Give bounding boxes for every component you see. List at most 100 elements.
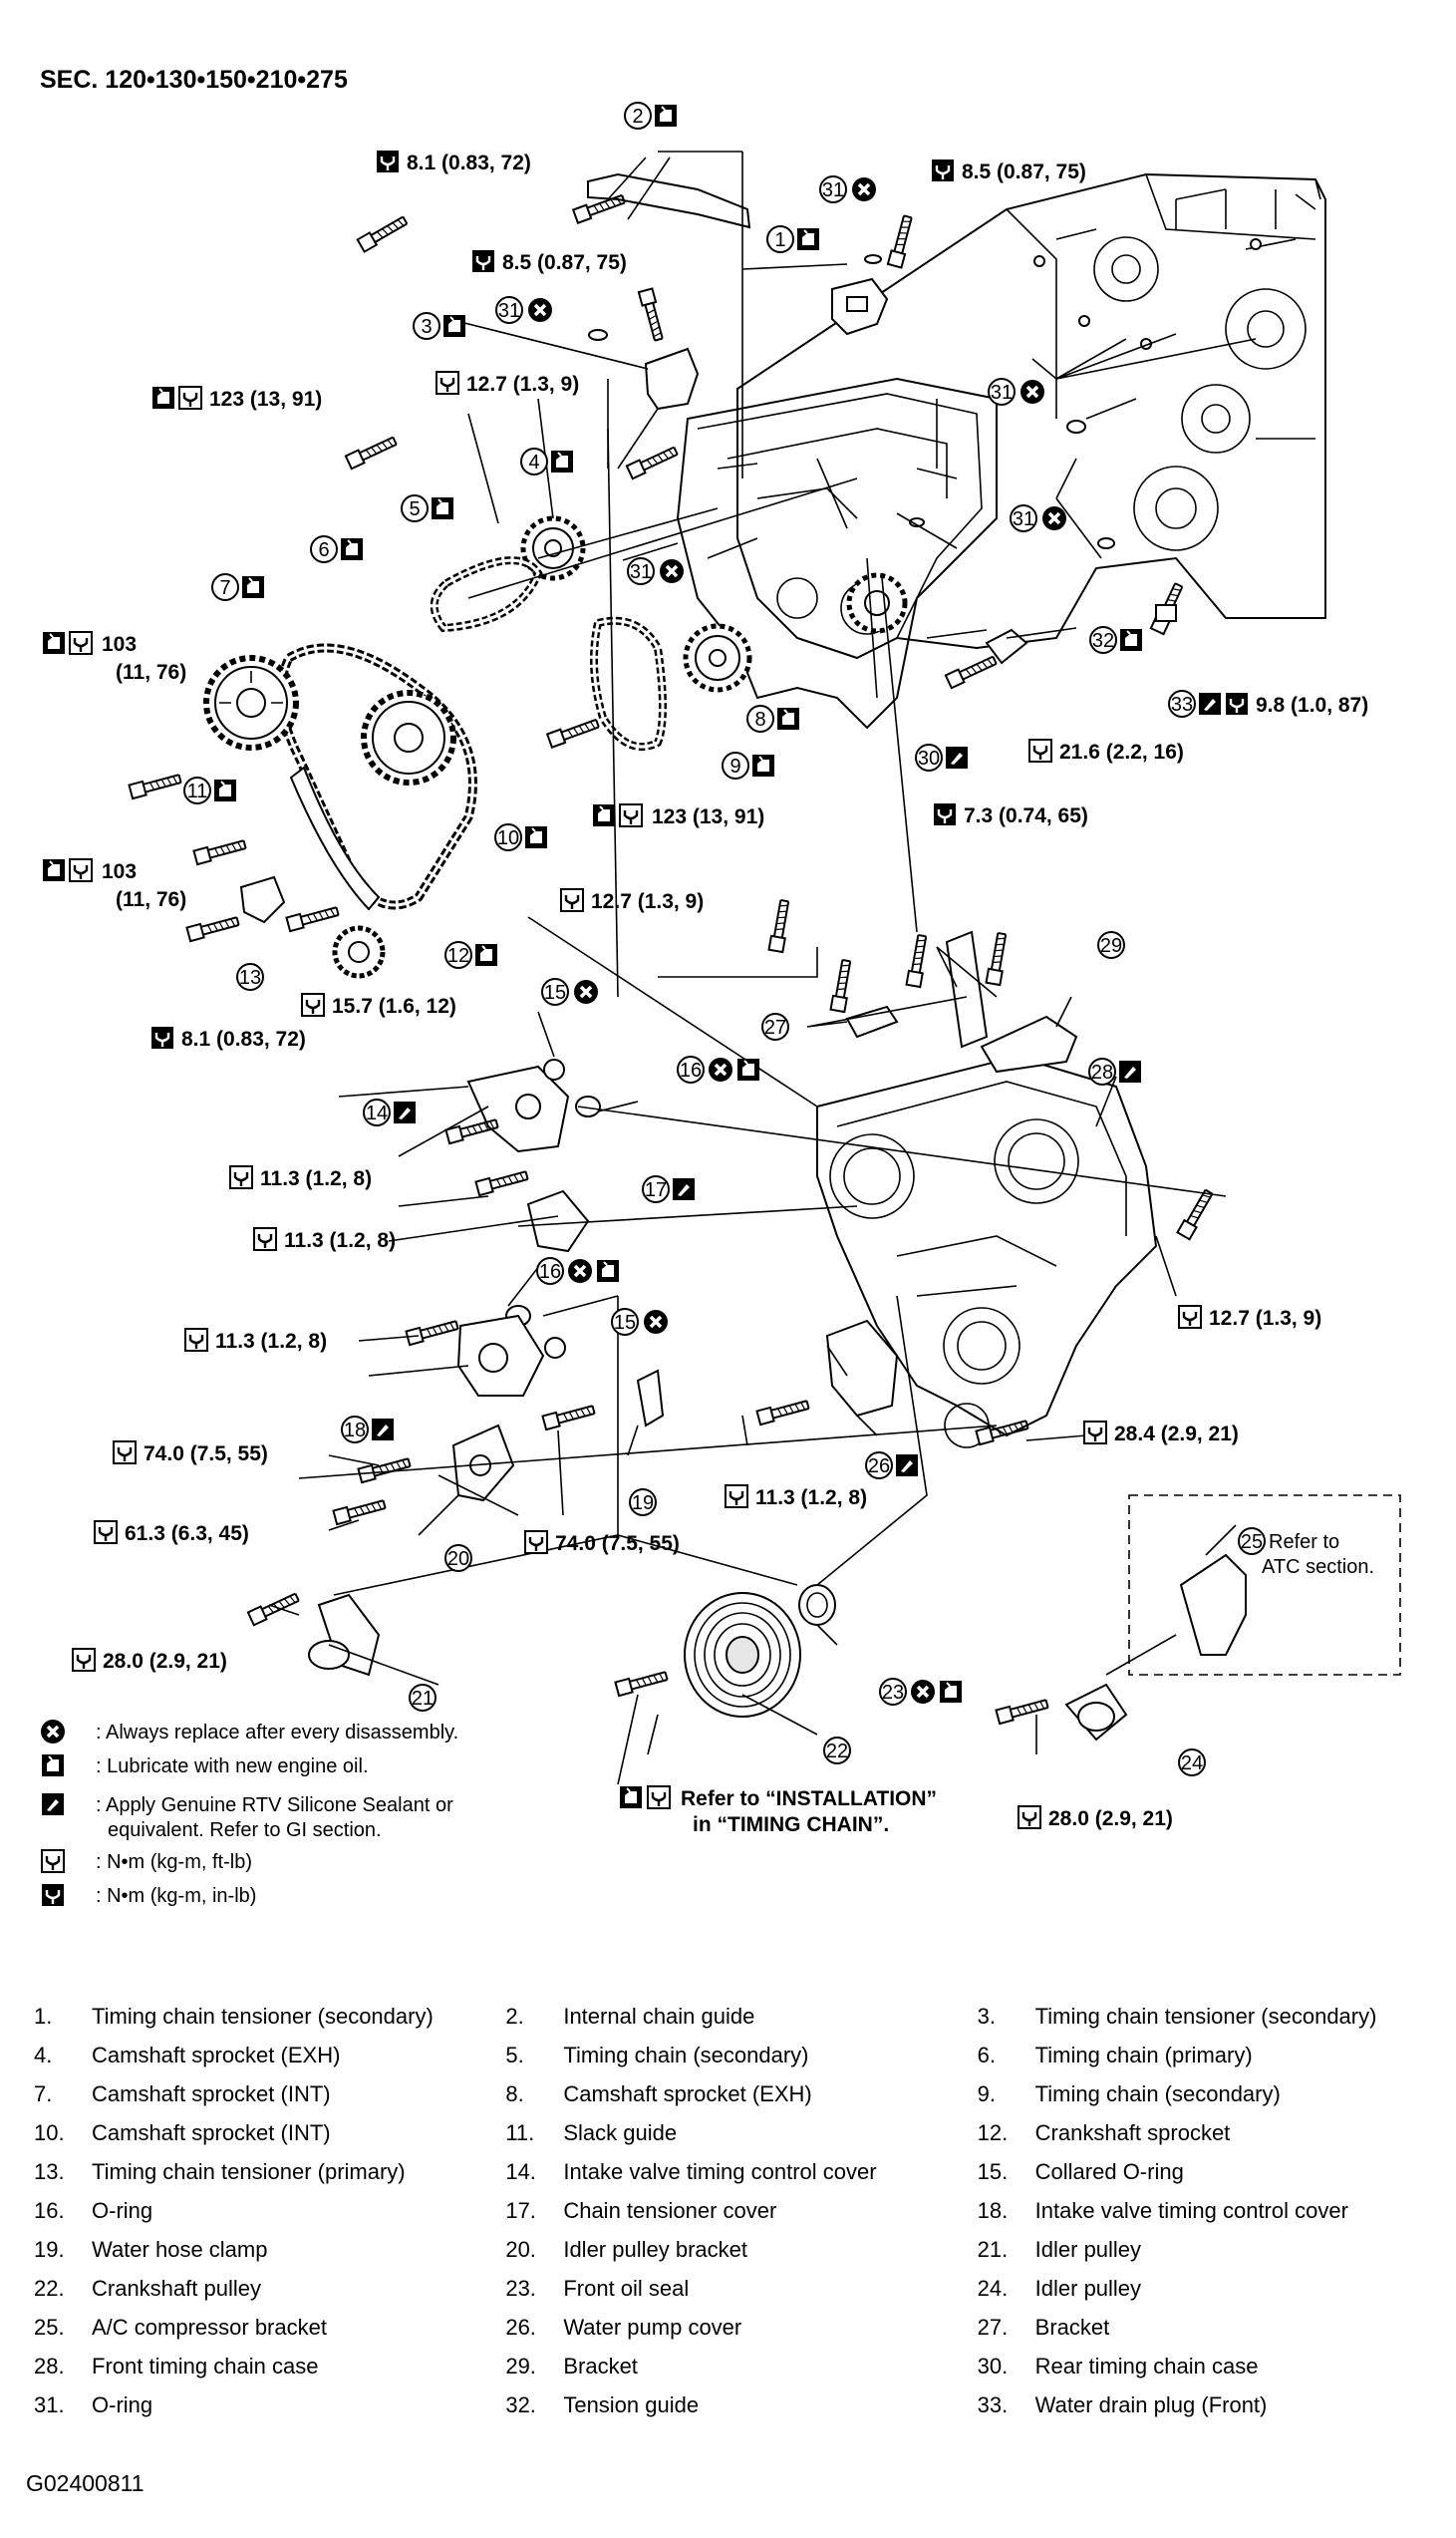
bolts-upper	[128, 191, 1187, 954]
intake-valve-timing-control-cover-14	[466, 1065, 570, 1153]
svg-text:equivalent. Refer to GI sectio: equivalent. Refer to GI section.	[108, 1819, 382, 1841]
svg-text:31: 31	[991, 382, 1013, 404]
part-item: 18.Intake valve timing control cover	[977, 2197, 1348, 2223]
svg-text:123 (13, 91): 123 (13, 91)	[209, 388, 322, 411]
torque-11-3-a: 11.3 (1.2, 8)	[228, 1164, 372, 1190]
replace-icon	[39, 1718, 67, 1745]
water-drain-plug	[1155, 604, 1177, 622]
exploded-view-diagram: SEC. 120•130•150•210•275	[39, 66, 1401, 1908]
svg-text:ATC section.: ATC section.	[1262, 1556, 1374, 1578]
callout-29: 29	[1097, 931, 1125, 959]
parts-list: 1.Timing chain tensioner (secondary) 2.I…	[34, 1997, 1449, 2424]
svg-text:: N•m (kg-m, ft-lb): : N•m (kg-m, ft-lb)	[96, 1851, 252, 1873]
svg-text:12.7 (1.3, 9): 12.7 (1.3, 9)	[466, 373, 579, 396]
svg-text:5: 5	[409, 498, 420, 520]
part-item: 5.Timing chain (secondary)	[505, 2042, 809, 2067]
svg-text:25: 25	[1241, 1531, 1263, 1553]
svg-text:(11, 76): (11, 76)	[116, 661, 186, 684]
torque-61-3: 61.3 (6.3, 45)	[93, 1519, 249, 1545]
svg-text:(11, 76): (11, 76)	[116, 888, 186, 911]
part-item: 10.Camshaft sprocket (INT)	[34, 2119, 331, 2145]
torque-12-7-right: 12.7 (1.3, 9)	[1177, 1304, 1321, 1330]
parts-row: 22.Crankshaft pulley 23.Front oil seal 2…	[34, 2269, 1449, 2308]
part-item: 8.Camshaft sprocket (EXH)	[505, 2080, 812, 2106]
callout-5: 5	[401, 494, 454, 522]
part-item: 31.O-ring	[34, 2391, 153, 2417]
callout-24: 24	[1178, 1748, 1206, 1776]
svg-text:: Lubricate with new engine oi: : Lubricate with new engine oil.	[96, 1755, 369, 1777]
camshaft-sprocket-int-10	[361, 690, 456, 786]
atc-dashed-box	[1128, 1494, 1401, 1676]
callout-31d: 31	[1010, 504, 1068, 532]
svg-text:28: 28	[1091, 1062, 1113, 1084]
sealant-icon	[42, 1793, 64, 1815]
svg-text:13: 13	[239, 967, 261, 989]
callout-23: 23	[879, 1678, 963, 1706]
callout-3: 3	[413, 312, 466, 340]
o-rings-31	[588, 238, 1262, 549]
torque-15-7: 15.7 (1.6, 12)	[300, 992, 456, 1018]
svg-text:23: 23	[882, 1682, 904, 1704]
torque-11-3-d: 11.3 (1.2, 8)	[724, 1483, 867, 1509]
callout-33: 33	[1168, 690, 1250, 718]
crankshaft-pulley	[684, 1592, 801, 1718]
svg-text:9: 9	[729, 756, 740, 778]
svg-text:26: 26	[868, 1455, 890, 1477]
parts-row: 7.Camshaft sprocket (INT) 8.Camshaft spr…	[34, 2074, 1449, 2113]
svg-text:11.3 (1.2, 8): 11.3 (1.2, 8)	[260, 1167, 372, 1190]
torque-12-7-upper: 12.7 (1.3, 9)	[435, 370, 579, 396]
part-item: 19.Water hose clamp	[34, 2236, 268, 2262]
part-item: 14.Intake valve timing control cover	[505, 2158, 877, 2184]
callout-6: 6	[310, 535, 364, 563]
callout-7: 7	[211, 573, 265, 601]
callout-1: 1	[766, 225, 820, 253]
part-item: 25.A/C compressor bracket	[34, 2314, 327, 2340]
svg-text:19: 19	[632, 1492, 654, 1514]
idler-pulley-bracket	[451, 1424, 515, 1502]
torque-123-lower: 123 (13, 91)	[592, 802, 764, 828]
torque-7-3: 7.3 (0.74, 65)	[932, 801, 1088, 827]
svg-text:17: 17	[645, 1179, 667, 1201]
svg-text:12.7 (1.3, 9): 12.7 (1.3, 9)	[1209, 1307, 1321, 1330]
camshaft-sprocket-exh-4	[520, 515, 586, 581]
oil-can-icon	[41, 1753, 65, 1777]
callout-22: 22	[823, 1737, 851, 1764]
torque-8-1-lower: 8.1 (0.83, 72)	[149, 1025, 306, 1051]
svg-text:7: 7	[219, 577, 230, 599]
camshaft-sprocket-right	[846, 572, 908, 634]
intake-valve-timing-control-cover-18	[456, 1314, 545, 1397]
torque-28-0-left: 28.0 (2.9, 21)	[71, 1647, 227, 1673]
svg-text:28.0 (2.9, 21): 28.0 (2.9, 21)	[1048, 1807, 1173, 1830]
parts-row: 1.Timing chain tensioner (secondary) 2.I…	[34, 1997, 1449, 2036]
svg-text:31: 31	[630, 561, 652, 583]
part-item: 23.Front oil seal	[505, 2275, 690, 2301]
callout-31b: 31	[495, 296, 554, 324]
svg-text:1: 1	[774, 229, 785, 251]
callout-27: 27	[761, 1013, 789, 1041]
callout-31a: 31	[819, 175, 878, 203]
part-item: 1.Timing chain tensioner (secondary)	[34, 2003, 434, 2029]
callout-12: 12	[444, 941, 498, 969]
part-item: 33.Water drain plug (Front)	[977, 2391, 1268, 2417]
bracket-27	[845, 930, 989, 1049]
rear-timing-chain-case	[676, 377, 998, 730]
parts-row: 4.Camshaft sprocket (EXH) 5.Timing chain…	[34, 2036, 1449, 2074]
part-item: 22.Crankshaft pulley	[34, 2275, 261, 2301]
part-item: 7.Camshaft sprocket (INT)	[34, 2080, 331, 2106]
svg-text:30: 30	[918, 748, 940, 770]
svg-text:9.8 (1.0, 87): 9.8 (1.0, 87)	[1256, 694, 1368, 717]
part-item: 3.Timing chain tensioner (secondary)	[977, 2003, 1377, 2029]
idler-pulley-24	[1064, 1683, 1128, 1742]
svg-text:3: 3	[421, 316, 432, 338]
installation-note: Refer to “INSTALLATION” in “TIMING CHAIN…	[619, 1784, 937, 1836]
leader-lines	[268, 151, 1257, 1785]
water-hose-clamp	[636, 1369, 665, 1428]
torque-12-7-mid: 12.7 (1.3, 9)	[559, 887, 704, 913]
part-item: 24.Idler pulley	[977, 2275, 1142, 2301]
torque-8-5-right: 8.5 (0.87, 75)	[930, 158, 1086, 183]
chain-tensioner-cover	[526, 1189, 590, 1253]
svg-text:21.6 (2.2, 16): 21.6 (2.2, 16)	[1059, 741, 1184, 764]
svg-text:8.1 (0.83, 72): 8.1 (0.83, 72)	[181, 1028, 306, 1051]
callout-15a: 15	[541, 978, 600, 1006]
part-item: 13.Timing chain tensioner (primary)	[34, 2158, 406, 2184]
